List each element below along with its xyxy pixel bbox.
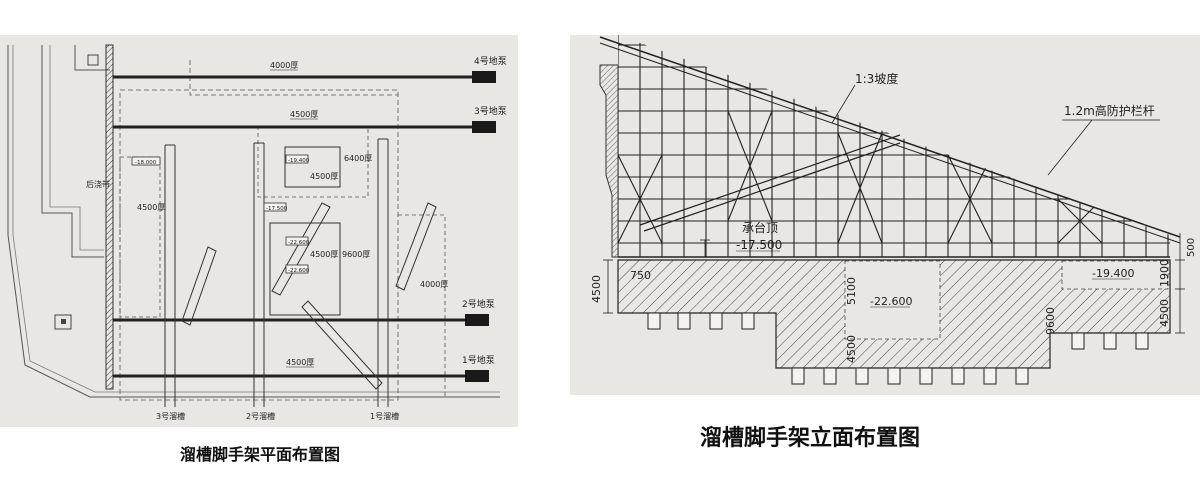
chute-2-label: 2号溜槽 [246, 411, 275, 421]
retaining-wall [599, 64, 619, 258]
chute-3 [164, 144, 176, 407]
cap-top-elev: -17.500 [736, 238, 782, 252]
thickness-label-4500-pit-a: 4500厚 [310, 172, 338, 181]
elev-17500: -17.500 [266, 206, 288, 212]
dim-1900: 1900 [1158, 259, 1171, 287]
thickness-label-9600: 9600厚 [342, 250, 370, 259]
dim-9600: 9600 [1044, 307, 1057, 335]
elevation-svg: 1:3坡度 1.2m高防护栏杆 承台顶 -17.500 4500 750 510… [590, 35, 1197, 385]
plan-svg: 4号地泵 3号地泵 2号地泵 1号地泵 4000厚 4500厚 4500厚 45… [7, 44, 507, 421]
guardrail-label: 1.2m高防护栏杆 [1064, 103, 1155, 118]
chute-diagonal [639, 134, 901, 226]
pump-4-label: 4号地泵 [474, 55, 507, 67]
slope-chord [599, 36, 1181, 238]
dim-4500-right: 4500 [1158, 299, 1171, 327]
dim-4500-mid: 4500 [845, 335, 858, 363]
thickness-label-6400: 6400厚 [344, 154, 372, 163]
cap-top-label: 承台顶 [742, 220, 778, 235]
plan-drawing: 4号地泵 3号地泵 2号地泵 1号地泵 4000厚 4500厚 4500厚 45… [0, 35, 518, 427]
pump-3-block [472, 121, 496, 133]
thickness-label-4500-top: 4500厚 [290, 110, 318, 119]
thickness-label-4000-right: 4000厚 [420, 280, 448, 289]
site-boundary [7, 45, 500, 398]
elev-19400: -19.400 [288, 158, 310, 164]
scaffold-grid [618, 35, 1170, 257]
pump-1-label: 1号地泵 [462, 354, 495, 366]
chute-1-label: 1号溜槽 [370, 411, 399, 421]
post-pour-strip-label: 后浇带 [86, 179, 110, 189]
plan-caption: 溜槽脚手架平面布置图 [180, 445, 341, 464]
thickness-label-4000-top: 4000厚 [270, 61, 298, 70]
guardrail-line [599, 42, 1181, 244]
elev-22600-label: -22.600 [870, 295, 912, 308]
chute-2 [253, 142, 265, 407]
dim-500: 500 [1186, 238, 1197, 257]
elevation-drawing: 1:3坡度 1.2m高防护栏杆 承台顶 -17.500 4500 750 510… [570, 35, 1200, 395]
elev-19400-label: -19.400 [1092, 267, 1134, 280]
pump-4-block [472, 71, 496, 83]
diagonal-chutes [181, 202, 437, 390]
thickness-label-4500-left: 4500厚 [137, 203, 165, 212]
dim-750: 750 [630, 269, 651, 282]
dim-4500-left: 4500 [590, 275, 603, 303]
chute-3-label: 3号溜槽 [156, 411, 185, 421]
chute-1 [377, 138, 389, 407]
pit-a [284, 146, 341, 188]
elev-22600-b: -22.600 [288, 268, 310, 274]
pit-b [269, 222, 341, 316]
diaphragm-wall [105, 44, 114, 390]
slope-label: 1:3坡度 [855, 71, 898, 86]
pump-1-block [465, 370, 489, 382]
elev-22600-a: -22.600 [288, 240, 310, 246]
pump-2-label: 2号地泵 [462, 298, 495, 310]
piles [647, 312, 1149, 385]
dim-5100: 5100 [845, 277, 858, 305]
thickness-label-4500-pit-b: 4500厚 [310, 250, 338, 259]
elev-18000: -18.000 [135, 160, 157, 166]
left-column-square [87, 54, 99, 66]
pump-3-label: 3号地泵 [474, 105, 507, 117]
pump-2-block [465, 314, 489, 326]
elevation-caption: 溜槽脚手架立面布置图 [700, 426, 921, 451]
thickness-label-4500-bottom: 4500厚 [286, 358, 314, 367]
